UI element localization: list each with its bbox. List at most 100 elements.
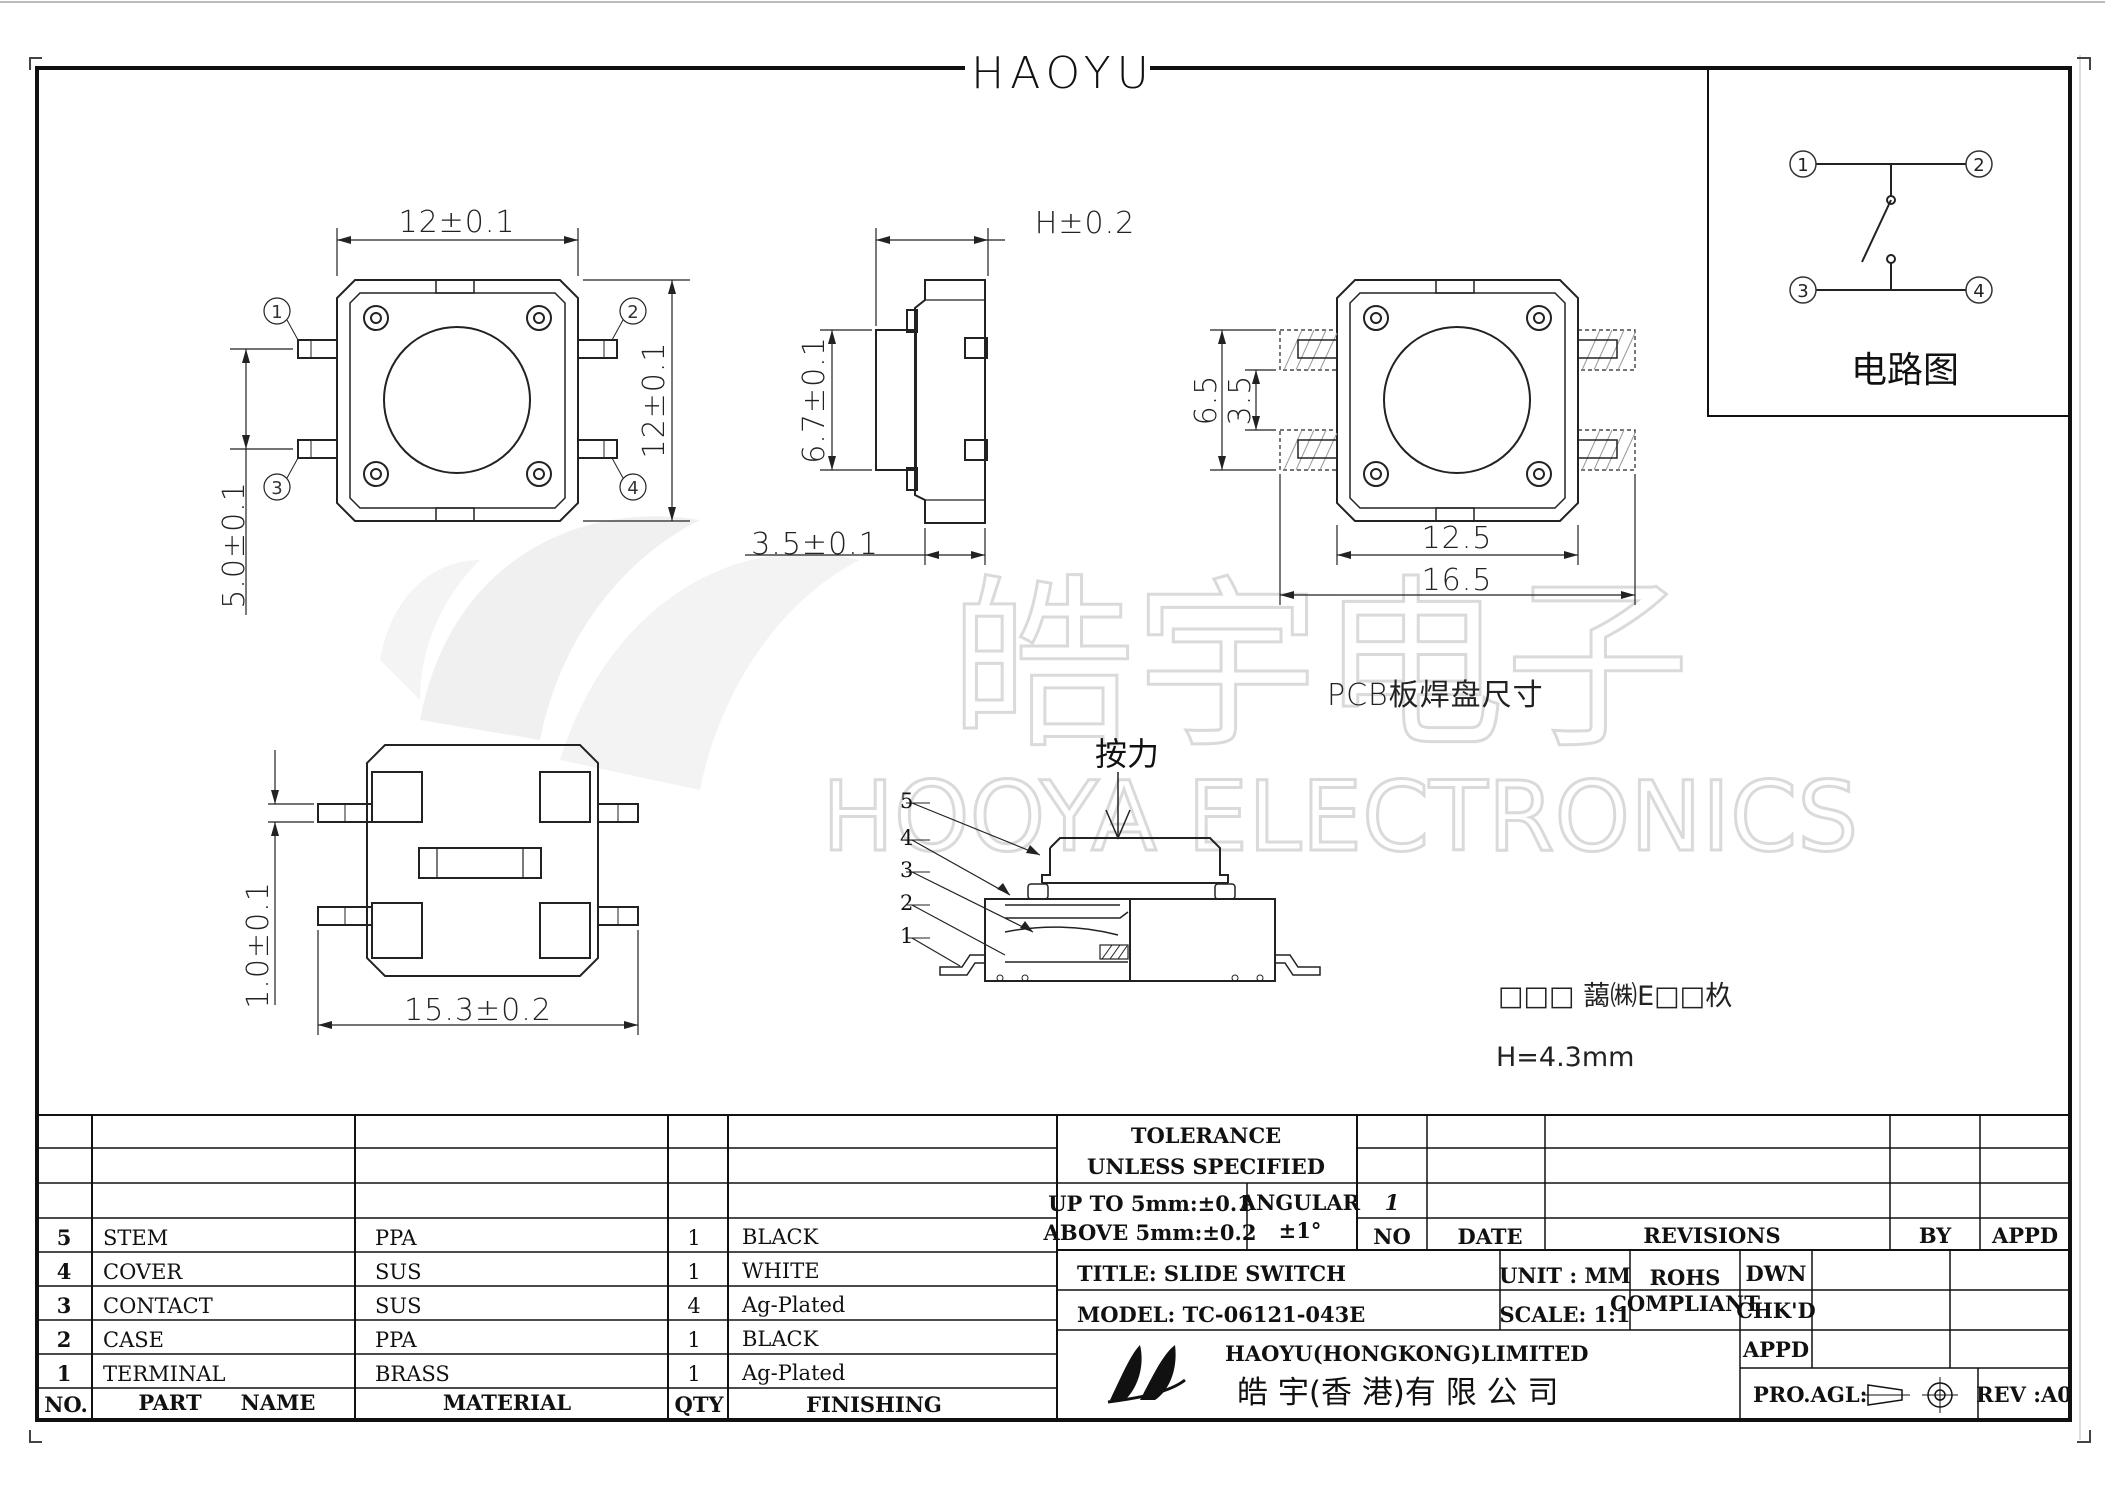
pcb-dim-65: 6.5 (1189, 375, 1224, 426)
bom-header-part: PART (138, 1390, 202, 1415)
callout-2: 2 (900, 891, 913, 915)
pcb-label: PCB板焊盘尺寸 (1327, 678, 1544, 713)
pcb-dim-35: 3.5 (1223, 375, 1258, 426)
pcb-dim-165: 16.5 (1422, 563, 1493, 598)
pcb-dim-125: 12.5 (1422, 521, 1493, 556)
pin-label-1: 1 (1797, 155, 1808, 176)
bom-qty: 1 (687, 1362, 700, 1386)
side-stem-dim: 6.7±0.1 (797, 336, 832, 464)
bom-material: PPA (375, 1328, 417, 1352)
bom-row: 4 COVER SUS 1 WHITE (57, 1259, 820, 1284)
rohs-line-2: COMPLIANT (1610, 1291, 1760, 1316)
pin-label-3: 3 (1797, 281, 1808, 302)
bom-rows: 5 STEM PPA 1 BLACK 4 COVER SUS 1 WHITE 3… (44, 1225, 942, 1417)
bom-material: SUS (375, 1294, 421, 1318)
top-pin-4: 4 (627, 478, 638, 499)
top-height-dim: 12±0.1 (637, 341, 672, 458)
top-pitch-dim: 5.0±0.1 (217, 481, 252, 609)
pcb-view (1210, 279, 1636, 605)
pin-circle-3 (1789, 276, 1817, 304)
top-width-dim: 12±0.1 (398, 205, 515, 240)
bom-row: 2 CASE PPA 1 BLACK (57, 1327, 819, 1352)
bom-row: 5 STEM PPA 1 BLACK (57, 1225, 819, 1250)
bom-header-row: NO. PART NAME MATERIAL QTY FINISHING (44, 1390, 942, 1417)
bom-material: SUS (375, 1260, 421, 1284)
angular-value: ±1° (1279, 1218, 1322, 1243)
bom-material: BRASS (375, 1362, 450, 1386)
title-text: TITLE: SLIDE SWITCH (1077, 1261, 1346, 1286)
angular-label: ANGULAR (1239, 1190, 1361, 1215)
section-view (906, 772, 1321, 982)
bom-finishing: WHITE (742, 1259, 820, 1283)
model-text: MODEL: TC-06121-043E (1077, 1302, 1365, 1327)
bom-row: 1 TERMINAL BRASS 1 Ag-Plated (57, 1361, 846, 1386)
pin-circle-4 (1965, 276, 1993, 304)
note-garbled: □□□ 藹㈱E□□杦 (1498, 981, 1732, 1012)
pin-label-4: 4 (1973, 281, 1984, 302)
tolerance-revisions-grid (1056, 1114, 2071, 1251)
bom-qty: 1 (687, 1328, 700, 1352)
bom-row: 3 CONTACT SUS 4 Ag-Plated (57, 1293, 846, 1318)
title-block-grid (1056, 1249, 2071, 1421)
company-cn: 皓 宇(香 港)有 限 公 司 (1237, 1375, 1558, 1411)
tolerance-above: ABOVE 5mm:±0.2 (1043, 1220, 1257, 1245)
bom-header-qty: QTY (675, 1392, 725, 1417)
bom-header-material: MATERIAL (443, 1390, 572, 1415)
scale-text: SCALE: 1:1 (1500, 1302, 1631, 1327)
circuit-title: 电路图 (1851, 350, 1959, 391)
bom-part: COVER (103, 1260, 183, 1284)
tolerance-title-1: TOLERANCE (1131, 1123, 1281, 1148)
callout-3: 3 (900, 858, 913, 882)
callout-1: 1 (900, 924, 913, 948)
revisions-header-appd: APPD (1991, 1223, 2058, 1248)
bom-table (36, 1114, 1058, 1421)
bom-no: 1 (57, 1361, 72, 1386)
pin-circle-1 (1789, 150, 1817, 178)
rohs-line-1: ROHS (1650, 1265, 1721, 1290)
bom-header-name: NAME (241, 1390, 316, 1415)
bom-no: 5 (57, 1225, 72, 1250)
projection-symbol-icon (1862, 1377, 1958, 1413)
note-height: H=4.3mm (1496, 1042, 1634, 1073)
top-pin-1: 1 (271, 302, 282, 323)
company-logo (1107, 1345, 1186, 1404)
pro-agl-label: PRO.AGL: (1753, 1382, 1867, 1407)
side-body-dim: 3.5±0.1 (751, 527, 879, 562)
bom-material: PPA (375, 1226, 417, 1250)
bom-qty: 1 (687, 1260, 700, 1284)
company-en: HAOYU(HONGKONG)LIMITED (1225, 1341, 1588, 1366)
bom-header-no: NO. (44, 1392, 88, 1417)
revisions-header-date: DATE (1458, 1224, 1523, 1249)
chkd-label: CHK'D (1736, 1298, 1815, 1323)
pin-circle-2 (1965, 150, 1993, 178)
brand-header: HAOYU (971, 48, 1155, 99)
bom-no: 4 (57, 1259, 72, 1284)
bottom-width-dim: 15.3±0.2 (404, 993, 552, 1028)
bom-qty: 4 (687, 1294, 700, 1318)
bom-finishing: BLACK (742, 1225, 819, 1249)
bottom-pin-dim: 1.0±0.1 (241, 881, 276, 1009)
bom-finishing: BLACK (742, 1327, 819, 1351)
revision-no-1: 1 (1385, 1190, 1400, 1215)
rev-label: REV :A0 (1976, 1382, 2072, 1407)
bom-finishing: Ag-Plated (741, 1293, 845, 1317)
bom-header-finishing: FINISHING (806, 1392, 942, 1417)
top-view (230, 228, 690, 615)
bottom-view (268, 744, 639, 1035)
unit-text: UNIT : MM (1499, 1263, 1631, 1288)
circuit-diagram: 1 2 3 4 电路图 (1707, 67, 2071, 417)
revisions-header-revisions: REVISIONS (1643, 1223, 1780, 1248)
side-height-dim: H±0.2 (1035, 206, 1135, 241)
callout-4: 4 (900, 826, 913, 850)
watermark: 皓宇电子 HOOYA ELECTRONICS (380, 516, 1860, 875)
bom-finishing: Ag-Plated (741, 1361, 845, 1385)
revisions-header-by: BY (1919, 1223, 1952, 1248)
appd-label: APPD (1742, 1337, 1809, 1362)
pin-label-2: 2 (1973, 155, 1984, 176)
top-pin-3: 3 (271, 478, 282, 499)
tolerance-title-2: UNLESS SPECIFIED (1087, 1154, 1325, 1179)
tolerance-up-to: UP TO 5mm:±0.1 (1048, 1191, 1252, 1216)
bom-part: CASE (103, 1328, 164, 1352)
bom-part: TERMINAL (103, 1362, 225, 1386)
bom-part: CONTACT (103, 1294, 213, 1318)
